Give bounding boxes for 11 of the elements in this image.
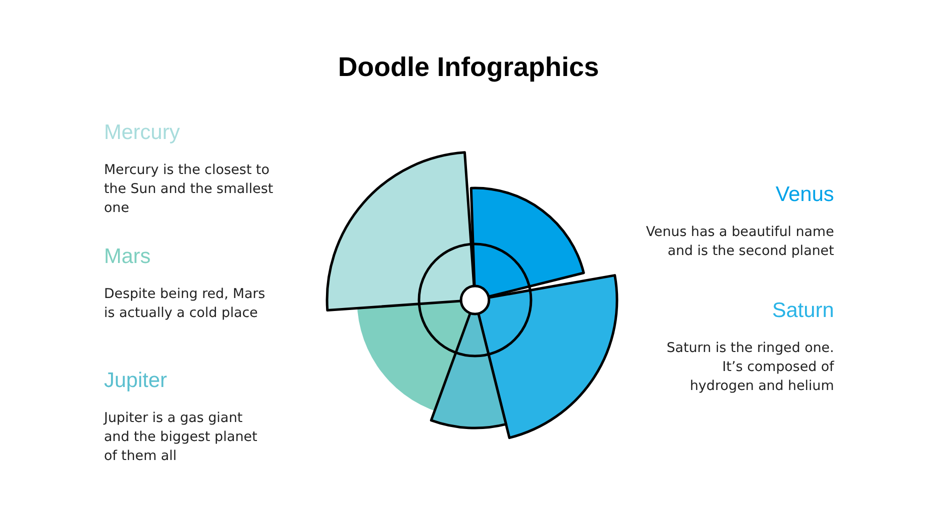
- planet-description: Despite being red, Mars is actually a cold place: [104, 285, 266, 323]
- planet-heading: Saturn: [771, 299, 834, 323]
- planet-heading: Jupiter: [104, 369, 168, 393]
- planet-heading: Mercury: [104, 121, 181, 145]
- title: Doodle Infographics: [336, 52, 600, 83]
- planet-description: Saturn is the ringed one. It’s composed of hydrogen and helium: [666, 339, 834, 396]
- planet-heading: Mars: [104, 245, 152, 269]
- planet-description: Mercury is the closest to the Sun and the smallest one: [104, 161, 274, 218]
- planet-description: Venus has a beautiful name and is the second planet: [644, 223, 834, 261]
- planet-heading: Venus: [774, 183, 834, 207]
- planet-description: Jupiter is a gas giant and the biggest planet of them all: [104, 409, 258, 466]
